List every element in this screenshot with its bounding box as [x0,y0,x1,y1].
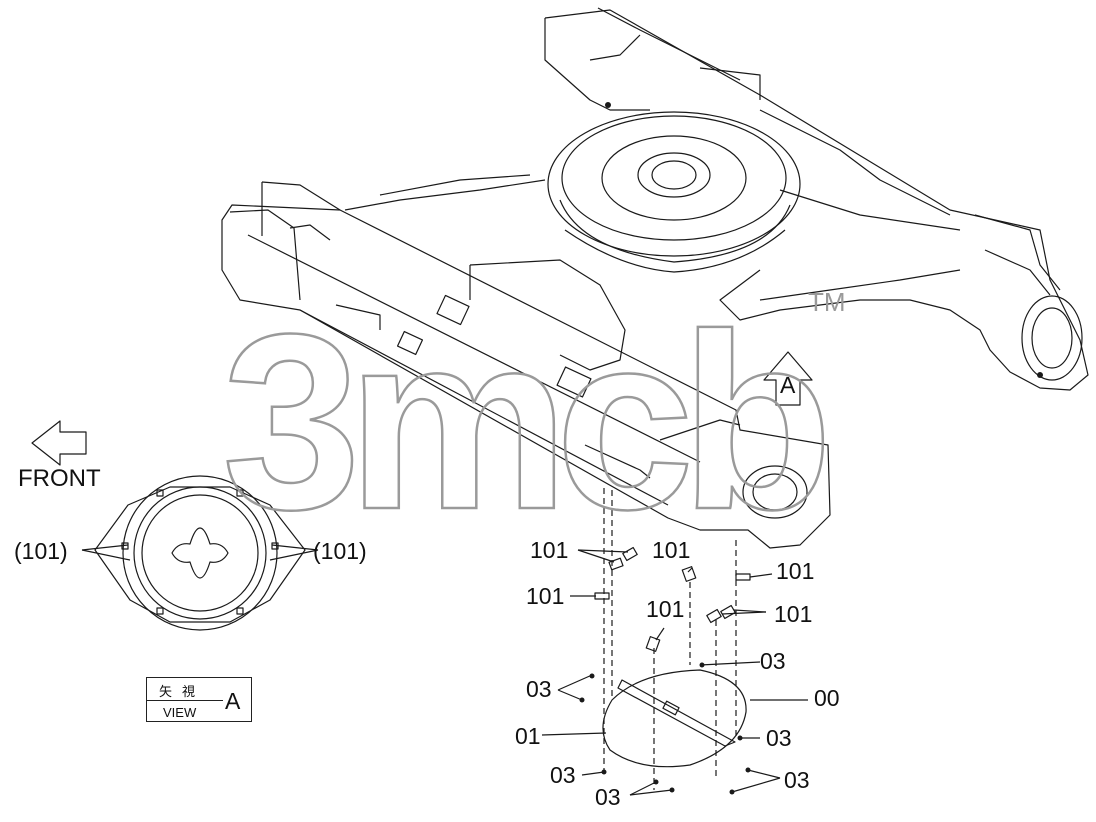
callout-101: 101 [774,601,813,627]
front-arrow-icon [31,420,87,466]
view-a-letter: A [225,688,241,714]
callout-101: 101 [776,558,815,584]
view-a-arrow-label: A [780,372,796,398]
view-a-box: 矢視 VIEW A [146,677,252,722]
view-a-divider [147,700,223,701]
callout-101-right: (101) [313,538,367,564]
callout-01: 01 [515,723,541,749]
callout-101: 101 [530,537,569,563]
callout-03: 03 [526,676,552,702]
track-frame-outline [221,7,1089,549]
callout-03: 03 [550,762,576,788]
trademark-mark: TM [808,287,846,317]
callout-03: 03 [766,725,792,751]
watermark: 3mcb [222,282,823,561]
callout-03: 03 [784,767,810,793]
view-a-arrow-icon [763,351,813,406]
callout-03: 03 [760,648,786,674]
callout-101: 101 [646,596,685,622]
view-a-japanese: 矢視 [159,684,206,699]
callout-101: 101 [526,583,565,609]
view-a-english: VIEW [163,705,197,720]
callout-03: 03 [595,784,621,810]
front-label: FRONT [18,465,101,492]
callout-101: 101 [652,537,691,563]
bolt-dots [579,102,1043,795]
cover-plate-drawing [541,488,808,796]
callout-00: 00 [814,685,840,711]
callout-101-left: (101) [14,538,68,564]
view-a-detail-drawing [81,475,319,631]
